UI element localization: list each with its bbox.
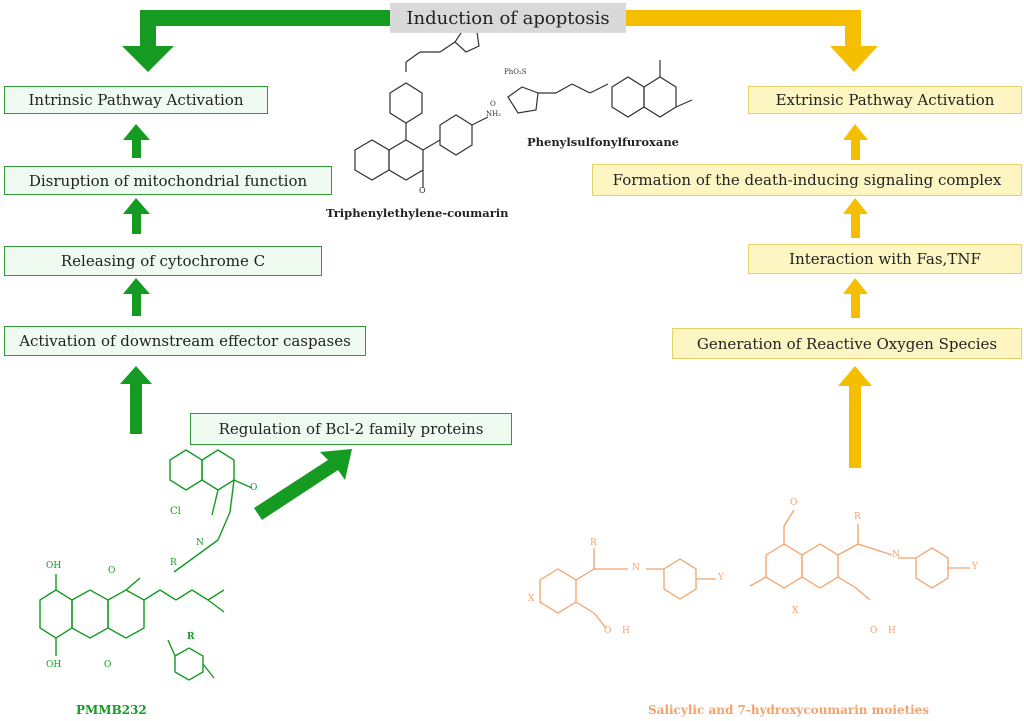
green-diagonal-arrow [254,449,352,520]
atom-r-green: R [170,558,177,568]
atom-n-left: N [632,563,640,573]
yellow-elbow-arrow [624,10,878,72]
yellow-up-arrow-1 [843,124,868,160]
atom-phso2: PhO₂S [504,68,527,76]
atom-y-right: Y [972,562,978,572]
ros-generation-box: Generation of Reactive Oxygen Species [672,328,1022,359]
mitochondrial-disruption-box: Disruption of mitochondrial function [4,166,332,195]
green-up-arrow-4 [120,366,152,434]
atom-n-green: N [196,538,204,548]
atom-h-right: H [888,626,896,636]
atom-o-furoxane: O [490,100,496,108]
green-elbow-arrow [122,10,390,72]
yellow-up-arrow-2 [843,198,868,238]
atom-x-left: X [528,594,535,604]
triphenylethylene-coumarin-structure [354,29,489,188]
atom-o-quinone-top: O [108,566,116,576]
atom-r-substituent: R [187,632,195,642]
yellow-up-arrow-4 [838,366,872,468]
pmmb232-label: PMMB232 [76,703,147,717]
extrinsic-pathway-box: Extrinsic Pathway Activation [748,86,1022,114]
atom-x-right: X [792,606,799,616]
atom-oh-left: O [604,626,612,636]
intrinsic-pathway-box: Intrinsic Pathway Activation [4,86,268,114]
atom-o-coumarin-orange: O [790,498,798,508]
fas-tnf-box: Interaction with Fas,TNF [748,244,1022,274]
cytochrome-release-box: Releasing of cytochrome C [4,246,322,276]
phenylsulfonylfuroxane-structure [507,60,693,118]
atom-o-coumarin-black: O [419,186,426,195]
atom-r-right: R [854,512,861,522]
atom-n-right: N [892,550,900,560]
atom-oh-right: O [870,626,878,636]
salicylic-coumarin-structures [539,509,970,629]
disc-formation-box: Formation of the death-inducing signalin… [592,164,1022,196]
caspase-activation-box: Activation of downstream effector caspas… [4,326,366,356]
green-up-arrow-2 [123,198,150,234]
atom-o-green-top: O [250,483,258,493]
atom-y-left: Y [718,573,724,583]
atom-h-left: H [622,626,630,636]
atom-oh-top: OH [46,561,62,571]
atom-r-left: R [590,538,597,548]
yellow-up-arrow-3 [843,278,868,318]
green-up-arrow-3 [123,278,150,316]
atom-nh2: NH₂ [486,110,502,118]
phenylsulfonylfuroxane-label: Phenylsulfonylfuroxane [527,135,679,149]
induction-of-apoptosis-box: Induction of apoptosis [390,3,626,33]
bcl2-regulation-box: Regulation of Bcl-2 family proteins [190,413,512,445]
pmmb232-structure [39,449,253,681]
triphenylethylene-coumarin-label: Triphenylethylene-coumarin [326,206,509,220]
green-up-arrow-1 [123,124,150,158]
salicylic-coumarin-label: Salicylic and 7-hydroxycoumarin moieties [648,703,930,717]
atom-o-quinone-bottom: O [104,660,112,670]
atom-cl: Cl [170,506,181,517]
atom-oh-bottom: OH [46,660,62,670]
